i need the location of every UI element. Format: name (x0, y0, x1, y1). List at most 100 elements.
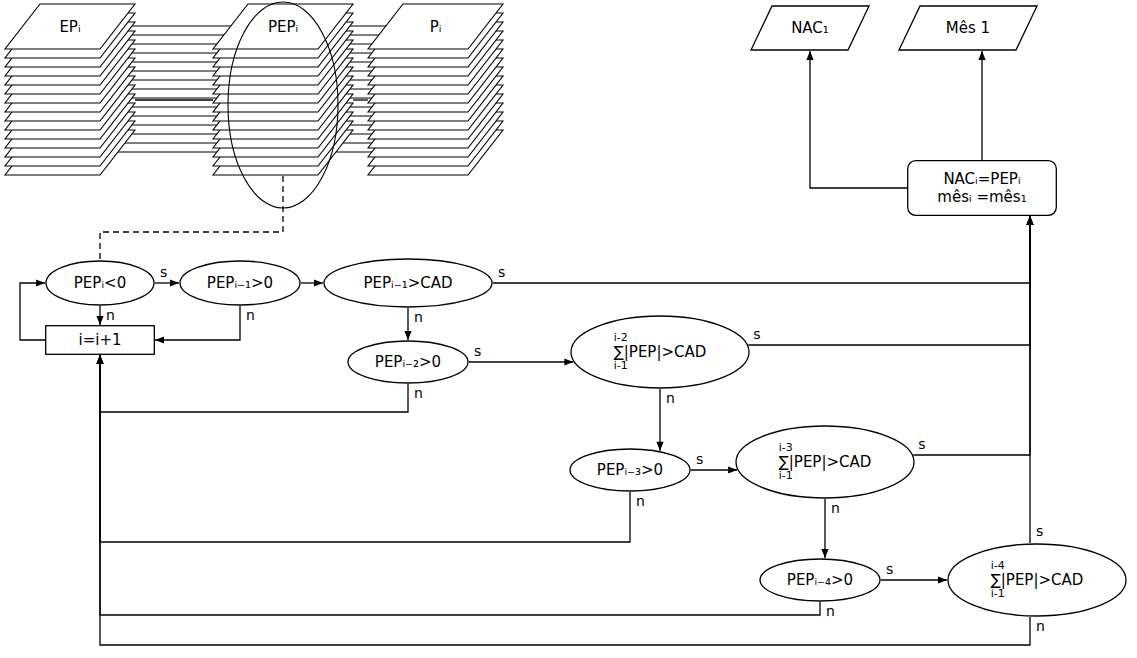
branch-label: n (413, 309, 424, 325)
sum-limit: i-1 (614, 360, 628, 372)
flow-arrow (810, 51, 907, 188)
node-label: PEPᵢ<0 (74, 274, 126, 292)
flow-arrow (913, 216, 1030, 455)
node-label: ∑|PEP|>CAD (991, 572, 1084, 589)
flow-arrow (99, 306, 100, 325)
flow-arrow (824, 499, 825, 558)
decision-ellipse: PEPᵢ₋₂>0 (347, 340, 469, 384)
sum-limit: i-3 (779, 442, 793, 454)
sum-decision: i-2∑|PEP|>CADi-1 (570, 315, 750, 389)
node-text-group: PEPᵢ₋₁>0 (207, 274, 273, 292)
node-label: PEPᵢ₋₃>0 (597, 461, 663, 479)
branch-label: n (830, 500, 841, 516)
flow-arrow (493, 216, 1030, 283)
node-label: i=i+1 (78, 331, 121, 349)
decision-ellipse: PEPᵢ₋₄>0 (759, 558, 881, 602)
flow-arrow (881, 579, 947, 580)
node-label: NAC₁ (791, 19, 829, 37)
data-stack: PEPᵢ (213, 4, 353, 176)
box-outline (908, 161, 1057, 216)
branch-label: s (1035, 523, 1044, 539)
node-text-group: Pᵢ (368, 4, 503, 49)
flow-arrow (748, 216, 1030, 345)
flow-arrow (155, 306, 240, 340)
flow-arrow (100, 355, 630, 542)
branch-label: s (159, 264, 168, 280)
node-label: PEPᵢ₋₁>CAD (363, 274, 452, 292)
flow-arrow (407, 308, 408, 340)
node-text-group: NACᵢ=PEPᵢmêsᵢ =mês₁ (937, 170, 1026, 206)
branch-label: n (665, 390, 676, 406)
branch-label: s (917, 436, 926, 452)
stacked-sheet (5, 4, 135, 49)
branch-label: n (635, 493, 646, 509)
ellipse-outline (348, 341, 468, 383)
node-text-group: i-4∑|PEP|>CADi-1 (991, 560, 1084, 601)
branch-label: s (752, 326, 761, 342)
decision-ellipse: PEPᵢ<0 (45, 260, 155, 306)
flow-arrow (691, 469, 737, 470)
flow-arrow (100, 355, 1030, 645)
node-label: PEPᵢ₋₄>0 (787, 571, 853, 589)
output-data: NAC₁ (750, 5, 870, 51)
node-text-group: PEPᵢ₋₃>0 (597, 461, 663, 479)
ellipse-outline (571, 316, 749, 388)
node-text-group: PEPᵢ (213, 4, 353, 49)
decision-ellipse: PEPᵢ₋₃>0 (569, 448, 691, 492)
node-label: Mês 1 (946, 19, 990, 37)
branch-label: n (1035, 618, 1046, 634)
flow-arrow (20, 283, 45, 340)
branch-label: s (695, 451, 704, 467)
ellipse-outline (180, 261, 300, 305)
data-stack: EPᵢ (5, 4, 135, 176)
process-box: NACᵢ=PEPᵢmêsᵢ =mês₁ (907, 160, 1057, 216)
output-data: Mês 1 (898, 5, 1038, 51)
node-text-group: i=i+1 (78, 331, 121, 349)
node-label: PEPᵢ (268, 18, 298, 36)
data-stack: Pᵢ (368, 4, 503, 176)
process-box: i=i+1 (45, 325, 155, 355)
node-label: PEPᵢ₋₁>0 (207, 274, 273, 292)
ellipse-outline (736, 426, 914, 498)
sum-decision: i-4∑|PEP|>CADi-1 (947, 543, 1127, 617)
ellipse-outline (948, 544, 1126, 616)
box-outline (46, 326, 155, 355)
node-label: mêsᵢ =mês₁ (937, 188, 1026, 206)
flow-arrow (659, 389, 660, 451)
stacked-sheet (368, 4, 503, 49)
node-text-group: NAC₁ (791, 19, 829, 37)
flow-arrow (301, 282, 323, 283)
sum-limit: i-2 (614, 332, 628, 344)
node-text-group: Mês 1 (946, 19, 990, 37)
flow-arrow (469, 361, 573, 362)
node-label: PEPᵢ₋₂>0 (375, 353, 441, 371)
node-label: Pᵢ (430, 18, 442, 36)
node-text-group: PEPᵢ₋₄>0 (787, 571, 853, 589)
node-text-group: i-2∑|PEP|>CADi-1 (614, 332, 707, 373)
flow-arrow (353, 99, 368, 100)
node-text-group: PEPᵢ₋₁>CAD (363, 274, 452, 292)
parallelogram-outline (899, 6, 1037, 50)
ellipse-outline (760, 559, 880, 601)
flow-arrow (135, 99, 213, 100)
dashed-link (100, 176, 283, 260)
selection-ellipse (228, 2, 338, 208)
node-text-group: EPᵢ (5, 4, 135, 49)
branch-label: s (473, 343, 482, 359)
branch-label: n (245, 307, 256, 323)
ellipse-outline (324, 259, 492, 307)
node-label: NACᵢ=PEPᵢ (943, 170, 1020, 188)
stacked-sheet (213, 4, 353, 49)
branch-label: n (105, 307, 116, 323)
flow-arrow (155, 282, 179, 283)
ellipse-outline (570, 449, 690, 491)
node-text-group: PEPᵢ<0 (74, 274, 126, 292)
branch-label: n (825, 603, 836, 619)
flow-arrow (981, 51, 982, 160)
sum-limit: i-4 (991, 560, 1005, 572)
ellipse-outline (46, 261, 154, 305)
sum-limit: i-1 (779, 470, 793, 482)
flow-arrow (100, 355, 820, 615)
